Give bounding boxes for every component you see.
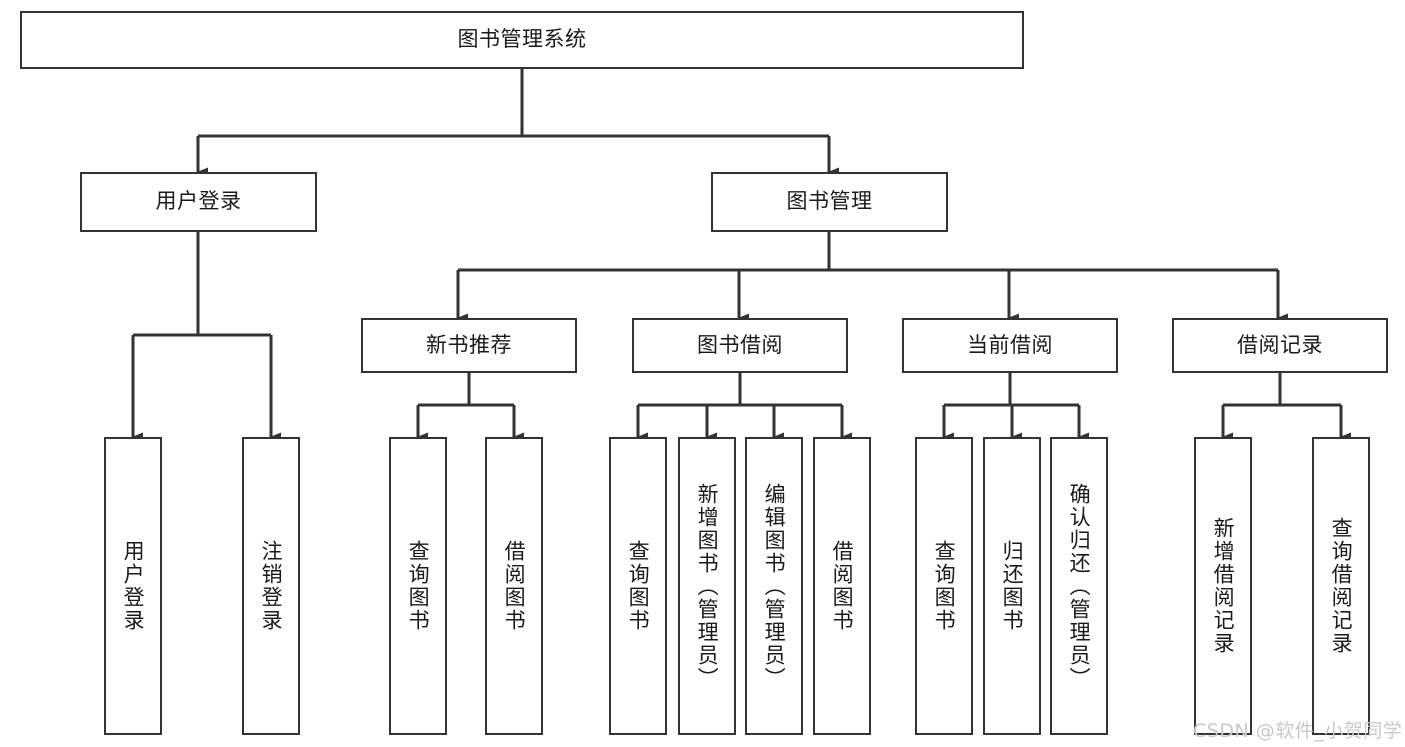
- csdn-watermark: CSDN @软件_小贺同学: [1193, 720, 1403, 742]
- node-label: 查询图书: [932, 540, 957, 632]
- node-new-book-rec[interactable]: 新书推荐: [361, 318, 577, 373]
- node-label: 编辑图书（管理员）: [762, 482, 787, 690]
- node-leaf-rec-query[interactable]: 查询图书: [389, 437, 447, 735]
- node-label: 图书借阅: [697, 332, 783, 357]
- node-label: 用户登录: [121, 540, 146, 632]
- node-leaf-cur-query[interactable]: 查询图书: [915, 437, 973, 735]
- node-label: 借阅图书: [830, 540, 855, 632]
- node-root-book-management-system[interactable]: 图书管理系统: [20, 11, 1024, 69]
- node-leaf-borrow-query[interactable]: 查询图书: [609, 437, 667, 735]
- node-leaf-borrow-add[interactable]: 新增图书（管理员）: [678, 437, 736, 735]
- node-label: 查询图书: [626, 540, 651, 632]
- node-user-login[interactable]: 用户登录: [80, 172, 317, 232]
- node-book-manage[interactable]: 图书管理: [711, 172, 948, 232]
- node-leaf-user-login[interactable]: 用户登录: [104, 437, 162, 735]
- node-label: 确认归还（管理员）: [1067, 482, 1092, 690]
- node-leaf-borrow-lend[interactable]: 借阅图书: [813, 437, 871, 735]
- node-label: 借阅记录: [1237, 332, 1323, 357]
- node-label: 查询借阅记录: [1329, 517, 1354, 655]
- node-label: 借阅图书: [502, 540, 527, 632]
- node-label: 归还图书: [1000, 540, 1025, 632]
- node-label: 新增借阅记录: [1211, 517, 1236, 655]
- node-label: 用户登录: [155, 189, 242, 214]
- node-label: 图书管理: [786, 189, 873, 214]
- node-leaf-rec-search[interactable]: 查询借阅记录: [1312, 437, 1370, 735]
- node-label: 新增图书（管理员）: [695, 482, 720, 690]
- node-label: 当前借阅: [967, 332, 1053, 357]
- node-label: 图书管理系统: [457, 27, 587, 52]
- node-label: 新书推荐: [426, 332, 512, 357]
- node-label: 查询图书: [406, 540, 431, 632]
- node-leaf-user-logout[interactable]: 注销登录: [242, 437, 300, 735]
- node-current-borrow[interactable]: 当前借阅: [902, 318, 1118, 373]
- node-leaf-rec-borrow[interactable]: 借阅图书: [485, 437, 543, 735]
- node-book-borrow[interactable]: 图书借阅: [632, 318, 848, 373]
- node-borrow-record[interactable]: 借阅记录: [1172, 318, 1388, 373]
- node-leaf-borrow-edit[interactable]: 编辑图书（管理员）: [745, 437, 803, 735]
- node-leaf-rec-add[interactable]: 新增借阅记录: [1194, 437, 1252, 735]
- node-leaf-cur-confirm[interactable]: 确认归还（管理员）: [1050, 437, 1108, 735]
- node-label: 注销登录: [259, 540, 284, 632]
- node-leaf-cur-return[interactable]: 归还图书: [983, 437, 1041, 735]
